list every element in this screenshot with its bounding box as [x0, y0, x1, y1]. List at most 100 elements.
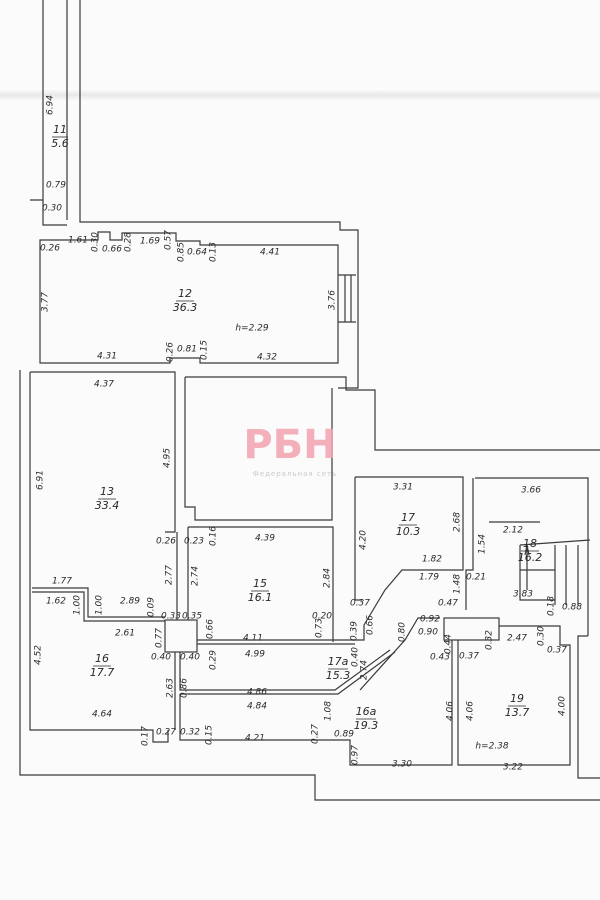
dimension-label: 0.16	[209, 526, 219, 546]
dimension-label: 0.30	[537, 626, 547, 646]
room-number: 16a	[356, 705, 377, 718]
dimension-label: 0.26	[40, 244, 60, 254]
dimension-label: 0.37	[547, 646, 567, 656]
dimension-label: 2.74	[191, 566, 201, 586]
dimension-label: 0.77	[155, 628, 165, 648]
dimension-label: 0.35	[182, 612, 202, 622]
dimension-label: 1.77	[52, 577, 72, 587]
dimension-label: 0.79	[46, 181, 66, 191]
dimension-label: 0.15	[205, 725, 215, 745]
dimension-label: 4.84	[247, 702, 267, 712]
dimension-label: 1.62	[46, 597, 66, 607]
dimension-label: 3.31	[393, 483, 413, 493]
dimension-label: 1.79	[419, 573, 439, 583]
dimension-label: 1.61	[68, 236, 88, 246]
room-number: 12	[178, 287, 192, 300]
dimension-label: 0.32	[485, 630, 495, 650]
dimension-label: 0.85	[177, 242, 187, 262]
room-number: 15	[253, 577, 267, 590]
dimension-label: 0.88	[562, 603, 582, 613]
room-area: 36.3	[173, 301, 198, 314]
dimension-label: 0.39	[350, 621, 360, 641]
room-area: 15.3	[326, 669, 351, 682]
dimension-label: 0.90	[418, 628, 438, 638]
room-area: 5.6	[51, 137, 69, 150]
dimension-label: 2.12	[503, 526, 523, 536]
room-underlines	[52, 136, 539, 720]
room-number: 19	[510, 692, 524, 705]
dimension-label: 0.44	[444, 634, 454, 654]
dimension-label: 3.66	[521, 486, 541, 496]
dimension-label: 0.97	[351, 745, 361, 765]
dimension-label: 0.15	[200, 340, 210, 360]
room-number: 13	[100, 485, 114, 498]
dimension-label: 0.26	[166, 342, 176, 362]
dimension-label: 6.91	[36, 470, 46, 490]
dimension-label: 0.32	[180, 728, 200, 738]
room-area: 19.3	[354, 719, 379, 732]
dimension-label: 0.40	[180, 653, 200, 663]
dimension-label: 0.30	[91, 232, 101, 252]
room-number: 17	[401, 511, 415, 524]
dimension-label: 0.37	[350, 599, 370, 609]
dimension-label: 0.40	[351, 647, 361, 667]
dimension-label: 4.41	[260, 248, 280, 258]
room-area: 16.1	[248, 591, 273, 604]
dimension-label: 3.22	[503, 763, 523, 773]
watermark-subtitle: Федеральная сеть	[253, 470, 337, 478]
dimension-label: 2.74	[360, 660, 370, 680]
watermark-logo: РБН	[243, 422, 336, 468]
dimension-label: 4.32	[257, 353, 277, 363]
dimension-label: 0.73	[315, 618, 325, 638]
room-area: 17.7	[90, 666, 115, 679]
dimension-label: 0.20	[312, 612, 332, 622]
room-labels: 115.61236.31333.41516.11617.717a15.316a1…	[51, 123, 542, 732]
dimension-label: 0.57	[164, 230, 174, 250]
room-area: 16.2	[518, 551, 543, 564]
dimension-label: 4.52	[34, 645, 44, 665]
walls	[19, 0, 600, 801]
dimension-label: 0.13	[209, 242, 219, 262]
dimension-label: 2.47	[507, 634, 527, 644]
dimension-label: 2.89	[120, 597, 140, 607]
ceiling-height-label: h=2.38	[475, 742, 509, 752]
room-area: 10.3	[396, 525, 421, 538]
dimension-label: 6.94	[46, 95, 56, 115]
dimension-label: 0.43	[430, 653, 450, 663]
dimension-label: 4.95	[163, 448, 173, 468]
dimension-label: 3.76	[328, 290, 338, 310]
dimension-label: 0.27	[311, 724, 321, 744]
dimension-label: 0.18	[547, 596, 557, 616]
dimension-label: 4.86	[247, 688, 267, 698]
dimension-label: 4.21	[245, 734, 265, 744]
dimension-label: 4.11	[243, 634, 263, 644]
paper-fold	[0, 88, 600, 102]
dimension-label: 0.17	[141, 726, 151, 746]
dimension-label: 4.06	[446, 701, 456, 721]
dimension-label: 4.99	[245, 650, 265, 660]
dimension-label: 4.20	[359, 530, 369, 550]
dimension-label: 0.89	[334, 730, 354, 740]
room-area: 33.4	[95, 499, 120, 512]
dimension-label: 0.30	[42, 204, 62, 214]
dimension-label: 0.92	[420, 615, 440, 625]
room-number: 11	[53, 123, 67, 136]
dimension-label: 3.77	[41, 292, 51, 312]
dimension-label: 4.00	[558, 696, 568, 716]
dimension-label: 0.37	[459, 652, 479, 662]
dimension-label: 1.00	[95, 595, 105, 615]
dimension-label: 0.66	[102, 245, 122, 255]
dimension-label: 2.61	[115, 629, 135, 639]
dimension-label: 1.48	[453, 574, 463, 594]
room-number: 18	[523, 537, 537, 550]
dimension-label: 0.09	[147, 597, 157, 617]
dimension-label: 0.66	[206, 619, 216, 639]
room-number: 16	[95, 652, 109, 665]
dimension-label: 4.37	[94, 380, 114, 390]
room-number: 17a	[328, 655, 349, 668]
dimension-label: 0.40	[151, 653, 171, 663]
dimension-label: 2.77	[165, 565, 175, 585]
dimension-label: 4.64	[92, 710, 112, 720]
dimension-label: 0.81	[177, 345, 197, 355]
